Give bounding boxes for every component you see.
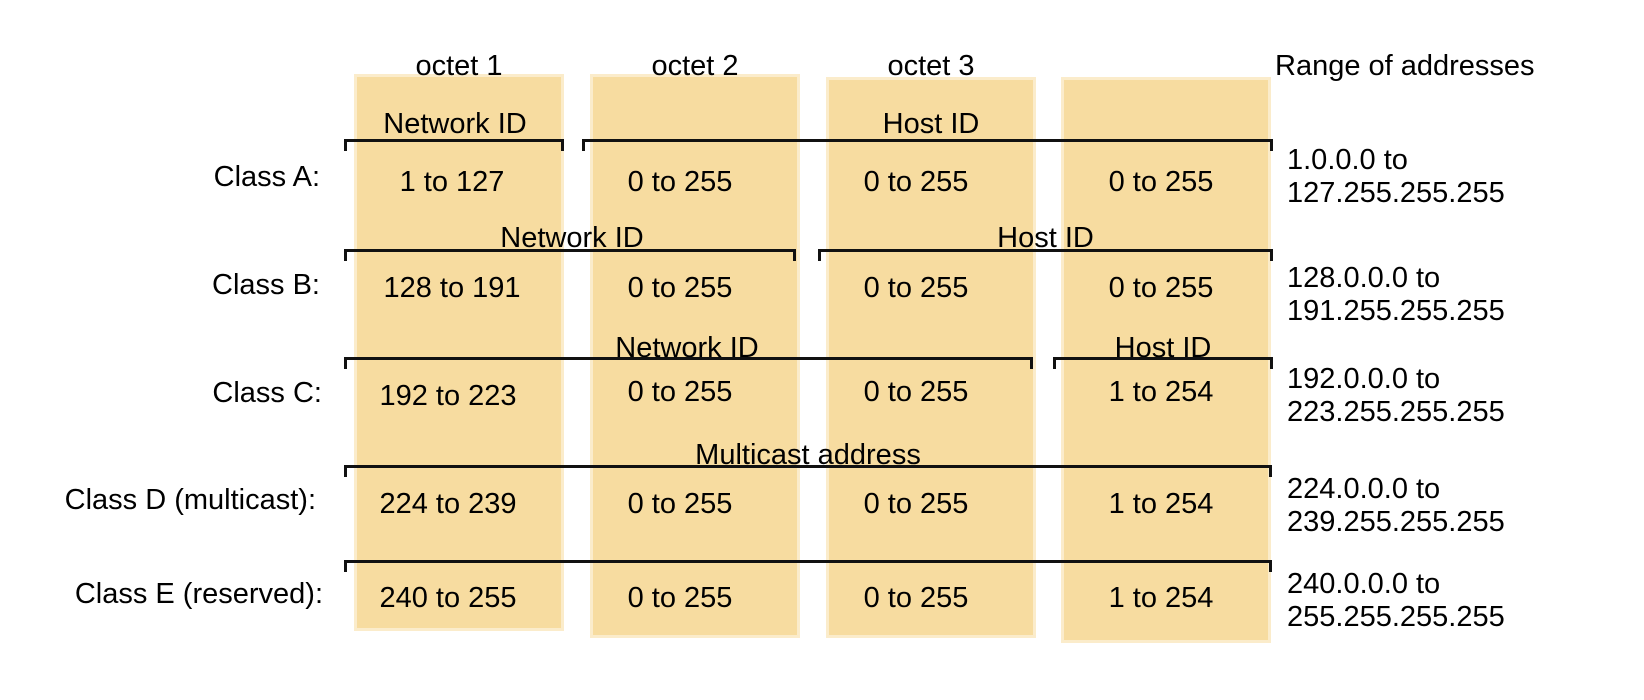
class-a-host-id-label: Host ID bbox=[882, 108, 980, 140]
class-e-octet3: 0 to 255 bbox=[863, 582, 969, 614]
class-c-host-bracket bbox=[1053, 357, 1273, 369]
class-a-network-bracket bbox=[344, 139, 564, 151]
octet1-column bbox=[354, 74, 564, 631]
class-b-host-bracket bbox=[818, 249, 1273, 261]
class-c-octet4: 1 to 254 bbox=[1108, 376, 1214, 408]
octet2-header: octet 2 bbox=[651, 50, 739, 82]
class-b-octet4: 0 to 255 bbox=[1108, 272, 1214, 304]
class-b-octet3: 0 to 255 bbox=[863, 272, 969, 304]
class-a-network-id-label: Network ID bbox=[383, 108, 527, 140]
class-c-octet3: 0 to 255 bbox=[863, 376, 969, 408]
range-header: Range of addresses bbox=[1275, 50, 1535, 82]
class-d-range-end: 239.255.255.255 bbox=[1287, 506, 1505, 538]
class-e-octet2: 0 to 255 bbox=[627, 582, 733, 614]
class-d-multicast-bracket bbox=[344, 465, 1272, 477]
class-d-octet2: 0 to 255 bbox=[627, 488, 733, 520]
class-d-label: Class D (multicast): bbox=[64, 484, 316, 516]
class-c-label: Class C: bbox=[212, 377, 322, 409]
class-b-label: Class B: bbox=[212, 269, 320, 301]
class-b-range-start: 128.0.0.0 to bbox=[1287, 262, 1441, 294]
class-d-multicast-label: Multicast address bbox=[695, 439, 921, 471]
octet2-column bbox=[590, 74, 800, 638]
class-a-host-bracket bbox=[582, 139, 1273, 151]
class-d-octet1: 224 to 239 bbox=[379, 488, 517, 520]
class-b-network-id-label: Network ID bbox=[500, 222, 644, 254]
class-b-octet2: 0 to 255 bbox=[627, 272, 733, 304]
class-c-range-start: 192.0.0.0 to bbox=[1287, 363, 1441, 395]
class-a-octet2: 0 to 255 bbox=[627, 166, 733, 198]
octet3-header: octet 3 bbox=[887, 50, 975, 82]
class-d-range-start: 224.0.0.0 to bbox=[1287, 473, 1441, 505]
class-b-network-bracket bbox=[344, 249, 796, 261]
class-d-octet4: 1 to 254 bbox=[1108, 488, 1214, 520]
class-e-range-end: 255.255.255.255 bbox=[1287, 601, 1505, 633]
class-e-octet1: 240 to 255 bbox=[379, 582, 517, 614]
class-a-octet3: 0 to 255 bbox=[863, 166, 969, 198]
class-e-octet4: 1 to 254 bbox=[1108, 582, 1214, 614]
class-e-range-start: 240.0.0.0 to bbox=[1287, 568, 1441, 600]
class-a-label: Class A: bbox=[213, 161, 320, 193]
class-e-bracket bbox=[344, 560, 1272, 572]
class-a-range-start: 1.0.0.0 to bbox=[1287, 144, 1408, 176]
class-c-octet1: 192 to 223 bbox=[379, 380, 517, 412]
octet1-header: octet 1 bbox=[415, 50, 503, 82]
class-b-host-id-label: Host ID bbox=[997, 222, 1094, 254]
class-c-range-end: 223.255.255.255 bbox=[1287, 396, 1505, 428]
class-d-octet3: 0 to 255 bbox=[863, 488, 969, 520]
class-b-octet1: 128 to 191 bbox=[383, 272, 521, 304]
class-b-range-end: 191.255.255.255 bbox=[1287, 295, 1505, 327]
class-c-octet2: 0 to 255 bbox=[627, 376, 733, 408]
class-a-octet1: 1 to 127 bbox=[399, 166, 505, 198]
class-a-octet4: 0 to 255 bbox=[1108, 166, 1214, 198]
octet4-column bbox=[1061, 77, 1271, 643]
class-e-label: Class E (reserved): bbox=[74, 578, 323, 610]
class-c-network-bracket bbox=[344, 357, 1033, 369]
class-a-range-end: 127.255.255.255 bbox=[1287, 177, 1505, 209]
